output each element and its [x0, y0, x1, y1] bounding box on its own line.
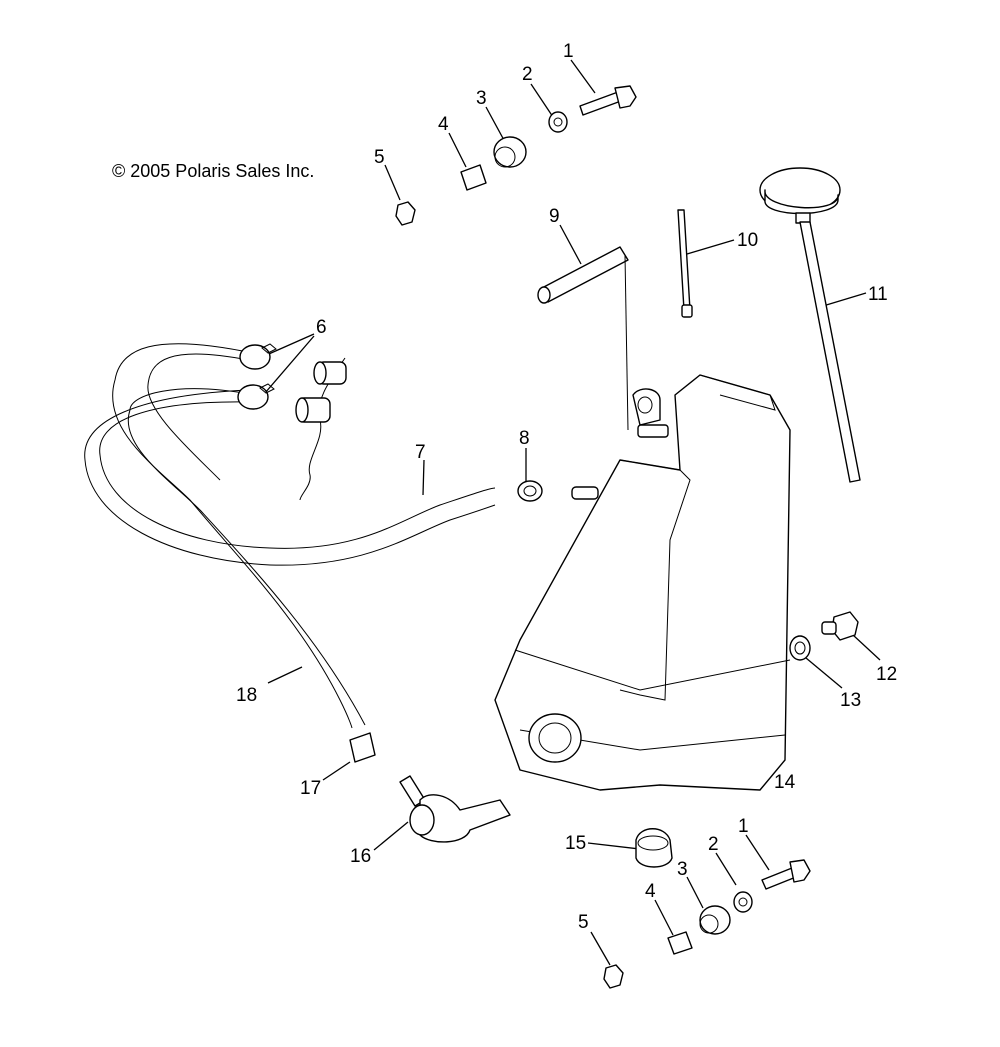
callout-1-bottom: 1 — [738, 816, 749, 837]
callout-labels: 1 2 3 4 5 6 7 8 9 10 11 12 13 14 15 16 1… — [236, 41, 897, 933]
hose-18 — [112, 343, 366, 729]
copyright-notice: © 2005 Polaris Sales Inc. — [112, 161, 315, 181]
hardware-top — [395, 85, 637, 226]
tube-9 — [537, 246, 629, 304]
callout-7: 7 — [415, 442, 426, 463]
callout-2-bottom: 2 — [708, 834, 719, 855]
tie-strap-10 — [677, 209, 693, 318]
callout-1-top: 1 — [563, 41, 574, 62]
callout-3-top: 3 — [476, 88, 487, 109]
dipstick-11 — [759, 167, 861, 483]
drain-strand — [299, 357, 346, 501]
callout-13: 13 — [840, 690, 861, 711]
callout-2-top: 2 — [522, 64, 533, 85]
washer-13 — [789, 635, 811, 661]
oil-tank-14 — [494, 374, 791, 791]
callout-8: 8 — [519, 428, 530, 449]
hardware-bottom — [603, 828, 811, 989]
sleeve-17 — [349, 732, 376, 763]
callout-5-bottom: 5 — [578, 912, 589, 933]
callout-3-bottom: 3 — [677, 859, 688, 880]
hose-7 — [84, 389, 496, 566]
vent-line — [624, 254, 629, 431]
callout-6: 6 — [316, 317, 327, 338]
hose-fittings — [295, 361, 347, 423]
callout-12: 12 — [876, 664, 897, 685]
callout-5-top: 5 — [374, 147, 385, 168]
leader-lines — [261, 59, 881, 966]
callout-9: 9 — [549, 206, 560, 227]
callout-4-top: 4 — [438, 114, 449, 135]
callout-4-bottom: 4 — [645, 881, 656, 902]
elbow-16 — [399, 775, 511, 843]
callout-10: 10 — [737, 230, 758, 251]
callout-15: 15 — [565, 833, 586, 854]
barb-fitting — [571, 486, 599, 500]
clamp-8 — [517, 480, 543, 502]
fitting-12 — [821, 611, 859, 641]
hose-clamps-6 — [237, 343, 277, 410]
callout-18: 18 — [236, 685, 257, 706]
callout-16: 16 — [350, 846, 371, 867]
callout-14: 14 — [774, 772, 796, 793]
callout-17: 17 — [300, 778, 321, 799]
callout-11: 11 — [868, 284, 888, 305]
